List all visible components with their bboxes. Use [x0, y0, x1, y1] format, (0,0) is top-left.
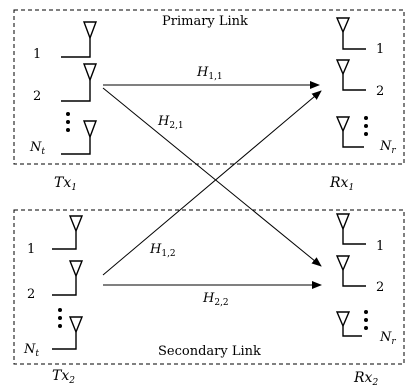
tx1-antenna-2	[61, 63, 98, 102]
tx2-antenna-2	[52, 260, 84, 296]
tx1-antenna-1	[61, 21, 98, 58]
channel-h21-arrow	[102, 87, 322, 267]
tx1-antenna-nt	[61, 120, 98, 155]
tx2-antenna-1	[52, 215, 84, 250]
tx1-antenna-1-label: 1	[33, 47, 41, 62]
tx2-label: Tx2	[52, 368, 75, 386]
rx1-ellipsis	[364, 116, 368, 136]
secondary-link-title: Secondary Link	[158, 344, 261, 359]
rx2-label: Rx2	[353, 370, 378, 386]
tx1-ellipsis	[66, 112, 70, 132]
tx2-antenna-nt-label: Nt	[23, 342, 39, 359]
rx2-antenna-2-label: 2	[376, 280, 384, 295]
rx2-antenna-2	[335, 255, 366, 287]
tx1-antenna-nt-label: Nt	[29, 140, 45, 157]
rx1-antenna-2-label: 2	[376, 84, 384, 99]
rx1-antenna-nr	[335, 116, 364, 148]
primary-link-box	[13, 9, 405, 165]
rx2-antenna-1	[335, 213, 366, 245]
primary-link-title: Primary Link	[162, 14, 248, 29]
tx2-ellipsis	[58, 308, 62, 328]
tx2-antenna-1-label: 1	[27, 242, 35, 257]
channel-h22-label: H2,2	[202, 291, 229, 308]
rx2-antenna-nr-label: Nr	[379, 330, 396, 347]
rx2-antenna-nr	[335, 311, 362, 337]
rx1-label: Rx1	[329, 175, 354, 193]
channel-h12-arrow	[102, 90, 322, 276]
tx1-label: Tx1	[54, 175, 77, 193]
channel-h21-label: H2,1	[157, 114, 184, 131]
channel-h12-label: H1,2	[149, 242, 176, 259]
rx1-antenna-2	[335, 59, 366, 91]
rx1-antenna-1-label: 1	[376, 42, 384, 57]
rx2-antenna-1-label: 1	[376, 239, 384, 254]
tx2-antenna-2-label: 2	[27, 287, 35, 302]
rx2-ellipsis	[364, 310, 368, 330]
tx1-antenna-2-label: 2	[33, 89, 41, 104]
rx1-antenna-nr-label: Nr	[379, 139, 396, 156]
tx2-antenna-nt	[52, 316, 84, 350]
rx1-antenna-1	[335, 17, 366, 50]
channel-h11-label: H1,1	[196, 65, 223, 82]
secondary-link-box	[13, 209, 405, 365]
